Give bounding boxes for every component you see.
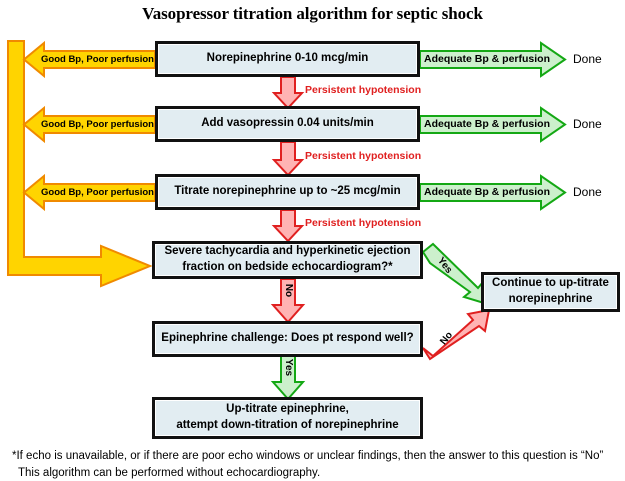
label-good-bp-2: Good Bp, Poor perfusion: [41, 119, 154, 130]
box-titrate-norepinephrine-label: Titrate norepinephrine up to ~25 mcg/min: [174, 185, 401, 198]
box-up-titrate-epinephrine-line2: attempt down-titration of norepinephrine: [176, 419, 399, 431]
box-continue-up-titrate[interactable]: Continue to up-titrate norepinephrine: [481, 272, 620, 312]
box-vasopressin-label: Add vasopressin 0.04 units/min: [201, 117, 374, 130]
label-persistent-hypotension-1: Persistent hypotension: [305, 84, 422, 96]
label-adequate-bp-2: Adequate Bp & perfusion: [424, 118, 551, 130]
footnote-line-1: *If echo is unavailable, or if there are…: [12, 450, 604, 462]
label-persistent-hypotension-3: Persistent hypotension: [305, 217, 422, 229]
label-yes-diagonal: Yes: [434, 255, 455, 276]
box-norepinephrine-label: Norepinephrine 0-10 mcg/min: [206, 52, 369, 65]
label-done-3: Done: [573, 185, 602, 199]
label-persistent-hypotension-2: Persistent hypotension: [305, 150, 422, 162]
page-title: Vasopressor titration algorithm for sept…: [142, 4, 483, 23]
red-arrow-hypotension-3: [271, 209, 305, 243]
box-continue-up-titrate-line1: Continue to up-titrate: [492, 277, 609, 290]
yellow-return-path: [7, 40, 153, 288]
label-done-2: Done: [573, 117, 602, 131]
box-up-titrate-epinephrine-line1: Up-titrate epinephrine,: [226, 403, 349, 416]
green-arrow-yes-diagonal: [421, 242, 486, 305]
box-echo-question-line1: Severe tachycardia and hyperkinetic ejec…: [164, 245, 411, 258]
label-adequate-bp-1: Adequate Bp & perfusion: [424, 53, 551, 65]
box-echo-question-line2: fraction on bedside echocardiogram?*: [182, 261, 393, 273]
label-good-bp-1: Good Bp, Poor perfusion: [41, 54, 154, 65]
label-yes-vertical: Yes: [283, 358, 295, 377]
box-up-titrate-epinephrine[interactable]: Up-titrate epinephrine, attempt down-tit…: [152, 397, 423, 439]
label-good-bp-3: Good Bp, Poor perfusion: [41, 187, 154, 198]
red-arrow-hypotension-2: [271, 141, 305, 177]
label-adequate-bp-3: Adequate Bp & perfusion: [424, 186, 551, 198]
red-arrow-hypotension-1: [271, 76, 305, 110]
box-continue-up-titrate-line2: norepinephrine: [508, 293, 593, 305]
label-no-diagonal: No: [438, 329, 456, 348]
box-epinephrine-challenge[interactable]: Epinephrine challenge: Does pt respond w…: [152, 321, 423, 357]
label-done-1: Done: [573, 52, 602, 66]
box-echo-question[interactable]: Severe tachycardia and hyperkinetic ejec…: [152, 241, 423, 279]
box-epinephrine-challenge-label: Epinephrine challenge: Does pt respond w…: [161, 332, 414, 345]
box-norepinephrine[interactable]: Norepinephrine 0-10 mcg/min: [155, 41, 420, 77]
box-vasopressin[interactable]: Add vasopressin 0.04 units/min: [155, 106, 420, 142]
box-titrate-norepinephrine[interactable]: Titrate norepinephrine up to ~25 mcg/min: [155, 174, 420, 210]
red-arrow-no-diagonal: [422, 308, 491, 361]
label-no-vertical: No: [283, 283, 295, 298]
footnote-line-2: This algorithm can be performed without …: [18, 466, 321, 479]
footnote: *If echo is unavailable, or if there are…: [12, 448, 622, 481]
